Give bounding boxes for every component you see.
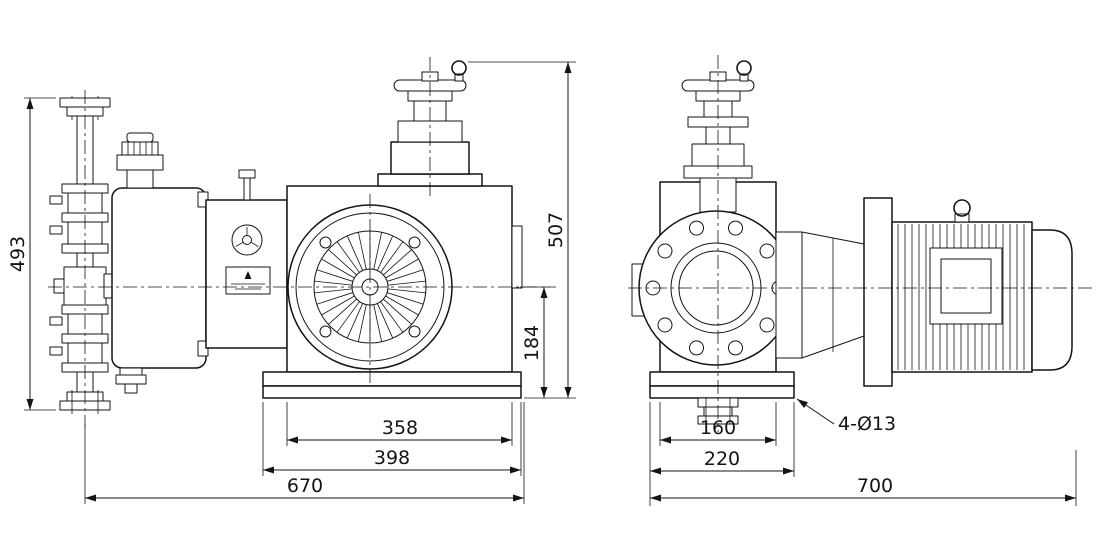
valve-column xyxy=(49,96,113,414)
nameplate-logo xyxy=(244,271,252,279)
dim-493: 493 xyxy=(7,97,56,411)
dim-label-220: 220 xyxy=(704,448,740,470)
dim-label-700: 700 xyxy=(857,475,893,497)
dim-label-160: 160 xyxy=(700,417,736,439)
dim-label-670: 670 xyxy=(287,475,323,497)
sight-glass xyxy=(231,224,263,256)
dim-label-398: 398 xyxy=(374,447,410,469)
dim-184: 184 xyxy=(520,286,550,398)
nameplate xyxy=(225,266,271,295)
side-view: 160 220 700 4-Ø13 xyxy=(628,55,1092,506)
motor-flange xyxy=(863,197,893,387)
dim-220: 220 xyxy=(649,402,795,506)
lifting-ring-side xyxy=(736,60,752,82)
dim-label-493: 493 xyxy=(7,236,29,272)
machine-base-side xyxy=(649,371,795,399)
bell-housing xyxy=(775,231,865,359)
dim-700: 700 xyxy=(650,450,1077,506)
dim-label-507: 507 xyxy=(545,212,567,248)
dim-670: 670 xyxy=(84,402,525,504)
spacer-block xyxy=(205,169,288,349)
dim-label-184: 184 xyxy=(521,325,543,361)
dim-507: 507 xyxy=(468,61,576,399)
eyebolt xyxy=(953,199,971,223)
motor xyxy=(891,199,1073,373)
relief-valve xyxy=(116,132,164,189)
lifting-ring xyxy=(451,60,467,82)
pump-head xyxy=(111,132,209,394)
centerlines-side xyxy=(628,55,1092,432)
dim-label-358: 358 xyxy=(382,417,418,439)
junction-box xyxy=(929,247,1003,325)
fan-cover xyxy=(1031,229,1073,371)
dim-label-mounting-holes: 4-Ø13 xyxy=(838,413,896,435)
dim-358: 358 xyxy=(286,402,513,446)
cover-bolt-holes xyxy=(319,236,421,338)
machine-base-front xyxy=(262,371,522,399)
dim-398: 398 xyxy=(262,402,522,476)
drain-fitting xyxy=(115,367,147,394)
dim-160: 160 xyxy=(659,402,777,446)
front-view: 493 507 184 358 398 67 xyxy=(7,57,576,504)
centerlines-front xyxy=(48,57,556,428)
dim-mounting-holes: 4-Ø13 xyxy=(796,398,896,435)
